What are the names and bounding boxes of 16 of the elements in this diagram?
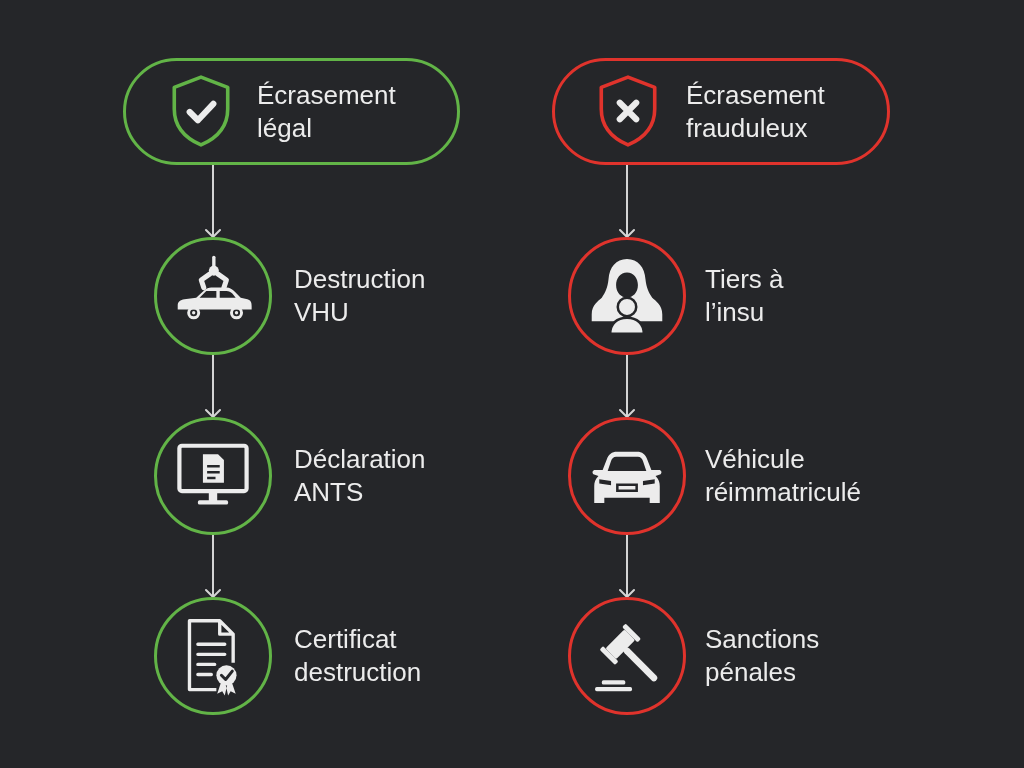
arrow bbox=[619, 164, 635, 238]
arrow bbox=[205, 164, 221, 238]
step-label: Destruction VHU bbox=[294, 263, 427, 329]
step-label: Tiers à l’insu bbox=[705, 263, 785, 329]
category-title: Écrasement légal bbox=[257, 78, 397, 145]
step-label: Sanctions pénales bbox=[705, 623, 821, 689]
step-label: Certificat destruction bbox=[294, 623, 423, 689]
arrow bbox=[619, 534, 635, 598]
category-pill bbox=[552, 58, 890, 165]
step-label: Déclaration ANTS bbox=[294, 443, 427, 509]
arrow bbox=[205, 354, 221, 418]
category-title: Écrasement frauduleux bbox=[686, 78, 826, 145]
arrow bbox=[619, 354, 635, 418]
step-label: Véhicule réimmatriculé bbox=[705, 443, 863, 509]
category-pill bbox=[123, 58, 460, 165]
arrow bbox=[205, 534, 221, 598]
